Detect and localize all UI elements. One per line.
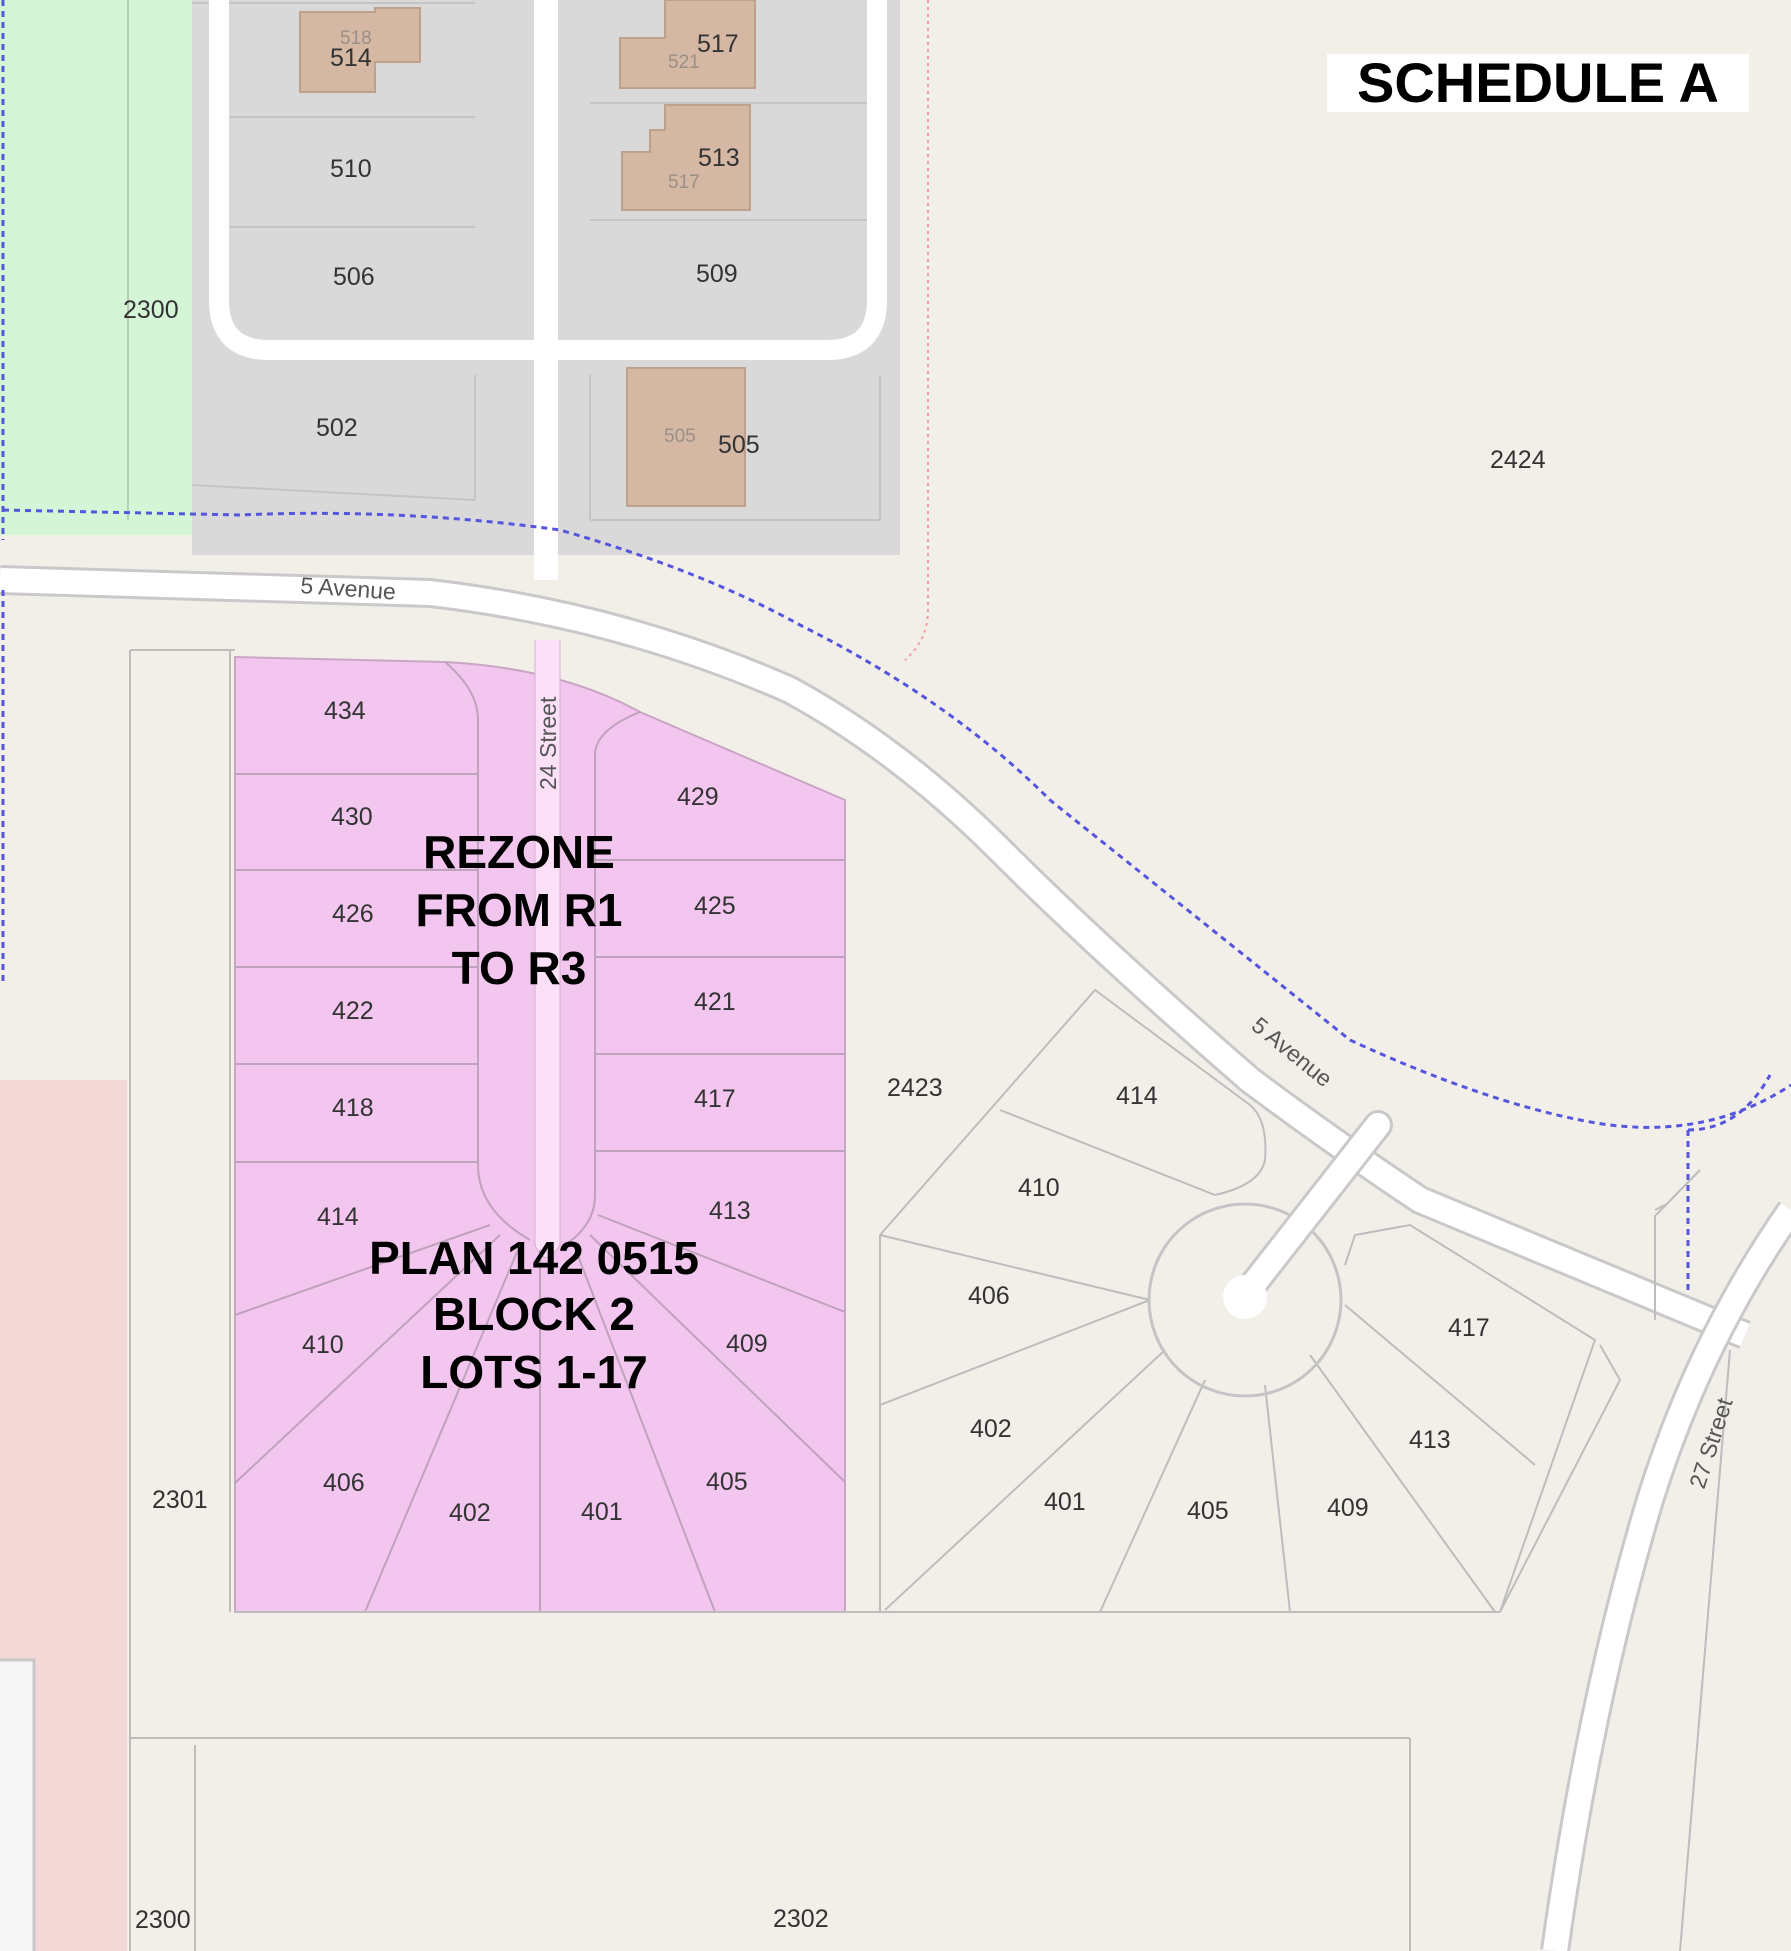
rezone-annotation: REZONE FROM R1 TO R3 [416,826,623,994]
cul-de-sac-lot-label: 414 [1116,1082,1158,1110]
parcel-label: 513 [698,144,740,172]
ghost-number: 517 [668,172,700,193]
rezone-lot-label: 422 [332,997,374,1025]
parcel-label: 505 [718,431,760,459]
parcel-label: 2300 [135,1906,191,1934]
svg-text:PLAN 142 0515: PLAN 142 0515 [369,1232,699,1284]
north-lot-lines [191,2,881,521]
rezone-lot-label: 417 [694,1085,736,1113]
park-area [0,0,195,535]
commercial-building [0,1658,36,1951]
svg-text:REZONE: REZONE [423,826,615,878]
cul-de-sac-lot-label: 409 [1327,1494,1369,1522]
rezone-lot-label: 406 [323,1469,365,1497]
cul-de-sac-lot-label: 413 [1409,1426,1451,1454]
rezone-lot-label: 401 [581,1498,623,1526]
rezone-lot-label: 405 [706,1468,748,1496]
cul-de-sac-lot-label: 417 [1448,1314,1490,1342]
ghost-number: 521 [668,52,700,73]
rezone-lot-lines [234,661,846,1613]
twenty-fourth-street-road [534,640,561,1258]
rezone-lot-label: 413 [709,1197,751,1225]
parcel-label: 509 [696,260,738,288]
parcel-label: 2423 [887,1074,943,1102]
schedule-title: SCHEDULE A [1327,54,1749,112]
rezone-lot-label: 402 [449,1499,491,1527]
rezone-lot-label: 410 [302,1331,344,1359]
cul-de-sac-road-fill [1233,1113,1390,1307]
plan-annotation: PLAN 142 0515 BLOCK 2 LOTS 1-17 [369,1232,699,1398]
twenty-seventh-street-road-fill [1543,1203,1791,1951]
rezone-lot-label: 430 [331,803,373,831]
parcel-label: 510 [330,155,372,183]
buildings [299,0,756,507]
cul-de-sac-bulb [1223,1275,1267,1319]
parcel-label: 2424 [1490,446,1546,474]
cul-de-sac-lot-label: 405 [1187,1497,1229,1525]
rezone-lot-label: 421 [694,988,736,1016]
rezone-lot-label: 418 [332,1094,374,1122]
ghost-number: 518 [340,28,372,49]
svg-text:LOTS 1-17: LOTS 1-17 [420,1346,648,1398]
parcel-label: 517 [697,30,739,58]
rezone-lot-label: 434 [324,697,366,725]
five-avenue-road-fill [0,568,1750,1347]
parcel-label: 2300 [123,296,179,324]
parcel-label: 514 [330,44,372,72]
svg-text:BLOCK 2: BLOCK 2 [433,1288,635,1340]
parcel-label: 506 [333,263,375,291]
rezone-lot-label: 414 [317,1203,359,1231]
cul-de-sac-lot-label: 402 [970,1415,1012,1443]
rezone-lot-label: 409 [726,1330,768,1358]
svg-text:TO R3: TO R3 [452,942,587,994]
svg-text:FROM R1: FROM R1 [416,884,623,936]
parcel-label: 2301 [152,1486,208,1514]
parcel-label: 502 [316,414,358,442]
ghost-number: 505 [664,426,696,447]
east-lot-lines [129,649,1731,1951]
cul-de-sac-lot-label: 410 [1018,1174,1060,1202]
cul-de-sac-lot-label: 401 [1044,1488,1086,1516]
road-label-24-street: 24 Street [535,696,561,790]
pink-dotted-line [904,0,929,661]
boundary-lines [1,0,1791,1295]
rezone-lot-label: 425 [694,892,736,920]
parcel-label: 2302 [773,1905,829,1933]
rezone-lot-label: 429 [677,783,719,811]
cul-de-sac-ring [1147,1202,1343,1398]
cul-de-sac-lot-label: 406 [968,1282,1010,1310]
rezone-lot-label: 426 [332,900,374,928]
